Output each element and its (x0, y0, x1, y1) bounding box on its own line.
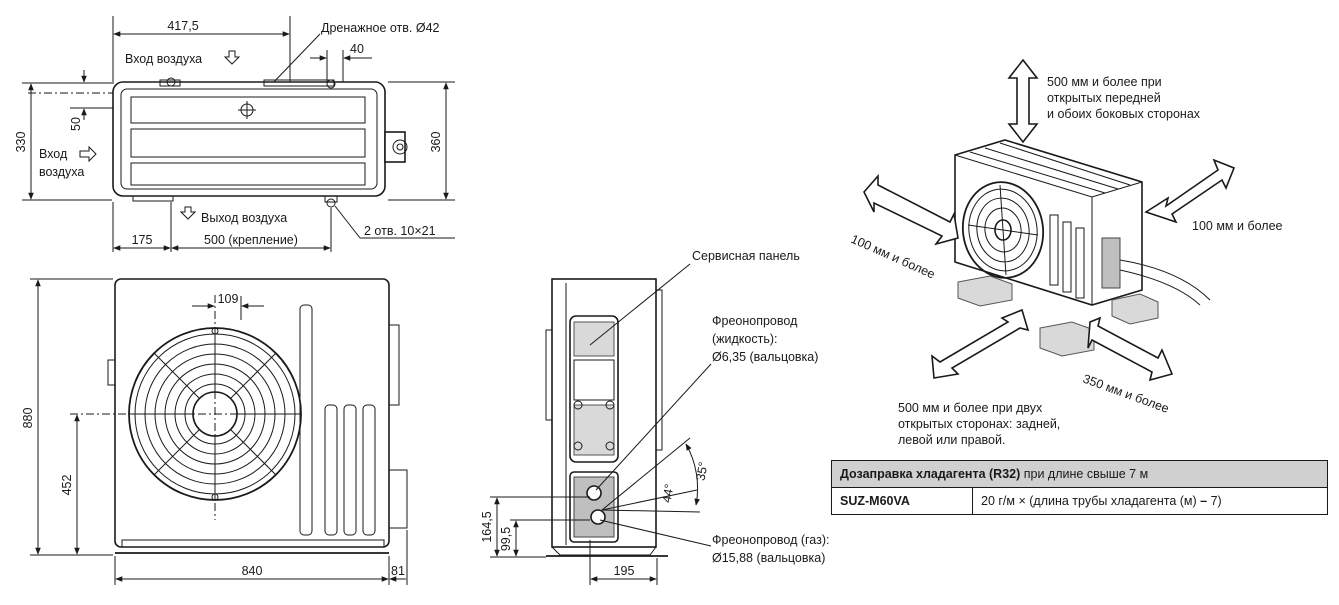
label-service-panel: Сервисная панель (692, 249, 800, 263)
formula-dash: – (1200, 494, 1208, 508)
clearance-bottom-3: левой или правой. (898, 433, 1005, 447)
label-liquid-line-1: Фреонопровод (712, 314, 798, 328)
label-air-inlet-top: Вход воздуха (125, 52, 202, 66)
angle-35: 35° (694, 461, 711, 482)
top-view: 417,5 Дренажное отв. Ø42 40 Вход воздуха (14, 16, 455, 252)
dim-mount-500: 500 (крепление) (204, 233, 298, 247)
dim-840: 840 (242, 564, 263, 578)
double-arrow-bottom-right-icon (1087, 316, 1174, 382)
label-drain-hole: Дренажное отв. Ø42 (321, 21, 440, 35)
label-air-inlet-side-2: воздуха (39, 165, 84, 179)
dim-99-5: 99,5 (499, 527, 513, 551)
dim-drain-offset-40: 40 (350, 42, 364, 56)
label-gas-line-1: Фреонопровод (газ): (712, 533, 829, 547)
formula-prefix: 20 г/м × (длина трубы хладагента (м) (981, 494, 1201, 508)
dim-81: 81 (391, 564, 405, 578)
clearance-bottom-1: 500 мм и более при двух (898, 401, 1043, 415)
arrow-right-icon (79, 145, 97, 163)
formula-suffix: 7) (1207, 494, 1222, 508)
clearance-view: 500 мм и более при открытых передней и о… (849, 58, 1283, 447)
double-arrow-bottom-left-icon (931, 308, 1030, 379)
dim-109: 109 (218, 292, 239, 306)
side-view: 35° 44° Сервисная панель Фреонопровод (ж… (480, 249, 829, 585)
label-gas-line-2: Ø15,88 (вальцовка) (712, 551, 825, 565)
arrow-down-icon (179, 206, 197, 220)
angle-44: 44° (660, 483, 677, 504)
clearance-left: 100 мм и более (849, 232, 937, 282)
table-header-row: Дозаправка хладагента (R32) при длине св… (831, 460, 1328, 488)
refrigerant-charge-table: Дозаправка хладагента (R32) при длине св… (831, 460, 1328, 515)
arrow-down-icon (223, 50, 241, 65)
dim-width-417: 417,5 (167, 19, 198, 33)
dim-164-5: 164,5 (480, 511, 494, 542)
dim-360: 360 (429, 132, 443, 153)
dim-50: 50 (69, 117, 83, 131)
front-view: 109 880 452 840 81 (21, 278, 408, 585)
label-mount-holes: 2 отв. 10×21 (364, 224, 436, 238)
clearance-top-2: открытых передней (1047, 91, 1161, 105)
dim-depth-330: 330 (14, 132, 28, 153)
label-air-outlet: Выход воздуха (201, 211, 287, 225)
dim-452: 452 (60, 475, 74, 496)
table-row: SUZ-M60VA 20 г/м × (длина трубы хладаген… (831, 487, 1328, 515)
label-air-inlet-side-1: Вход (39, 147, 68, 161)
dim-175: 175 (132, 233, 153, 247)
formula-cell: 20 г/м × (длина трубы хладагента (м) – 7… (972, 487, 1328, 515)
clearance-bottom-2: открытых сторонах: задней, (898, 417, 1060, 431)
clearance-top-3: и обоих боковых сторонах (1047, 107, 1201, 121)
dim-195: 195 (614, 564, 635, 578)
header-bold-text: Дозаправка хладагента (R32) (840, 467, 1021, 481)
header-rest-text: при длине свыше 7 м (1020, 467, 1149, 481)
clearance-top-1: 500 мм и более при (1047, 75, 1162, 89)
double-arrow-vertical-icon (1007, 58, 1039, 144)
dim-880: 880 (21, 408, 35, 429)
double-arrow-left-icon (863, 173, 959, 246)
double-arrow-right-icon (1144, 158, 1236, 224)
label-liquid-line-3: Ø6,35 (вальцовка) (712, 350, 818, 364)
model-cell: SUZ-M60VA (831, 487, 973, 515)
table-header-cell: Дозаправка хладагента (R32) при длине св… (831, 460, 1328, 488)
label-liquid-line-2: (жидкость): (712, 332, 778, 346)
clearance-right: 100 мм и более (1192, 219, 1283, 233)
